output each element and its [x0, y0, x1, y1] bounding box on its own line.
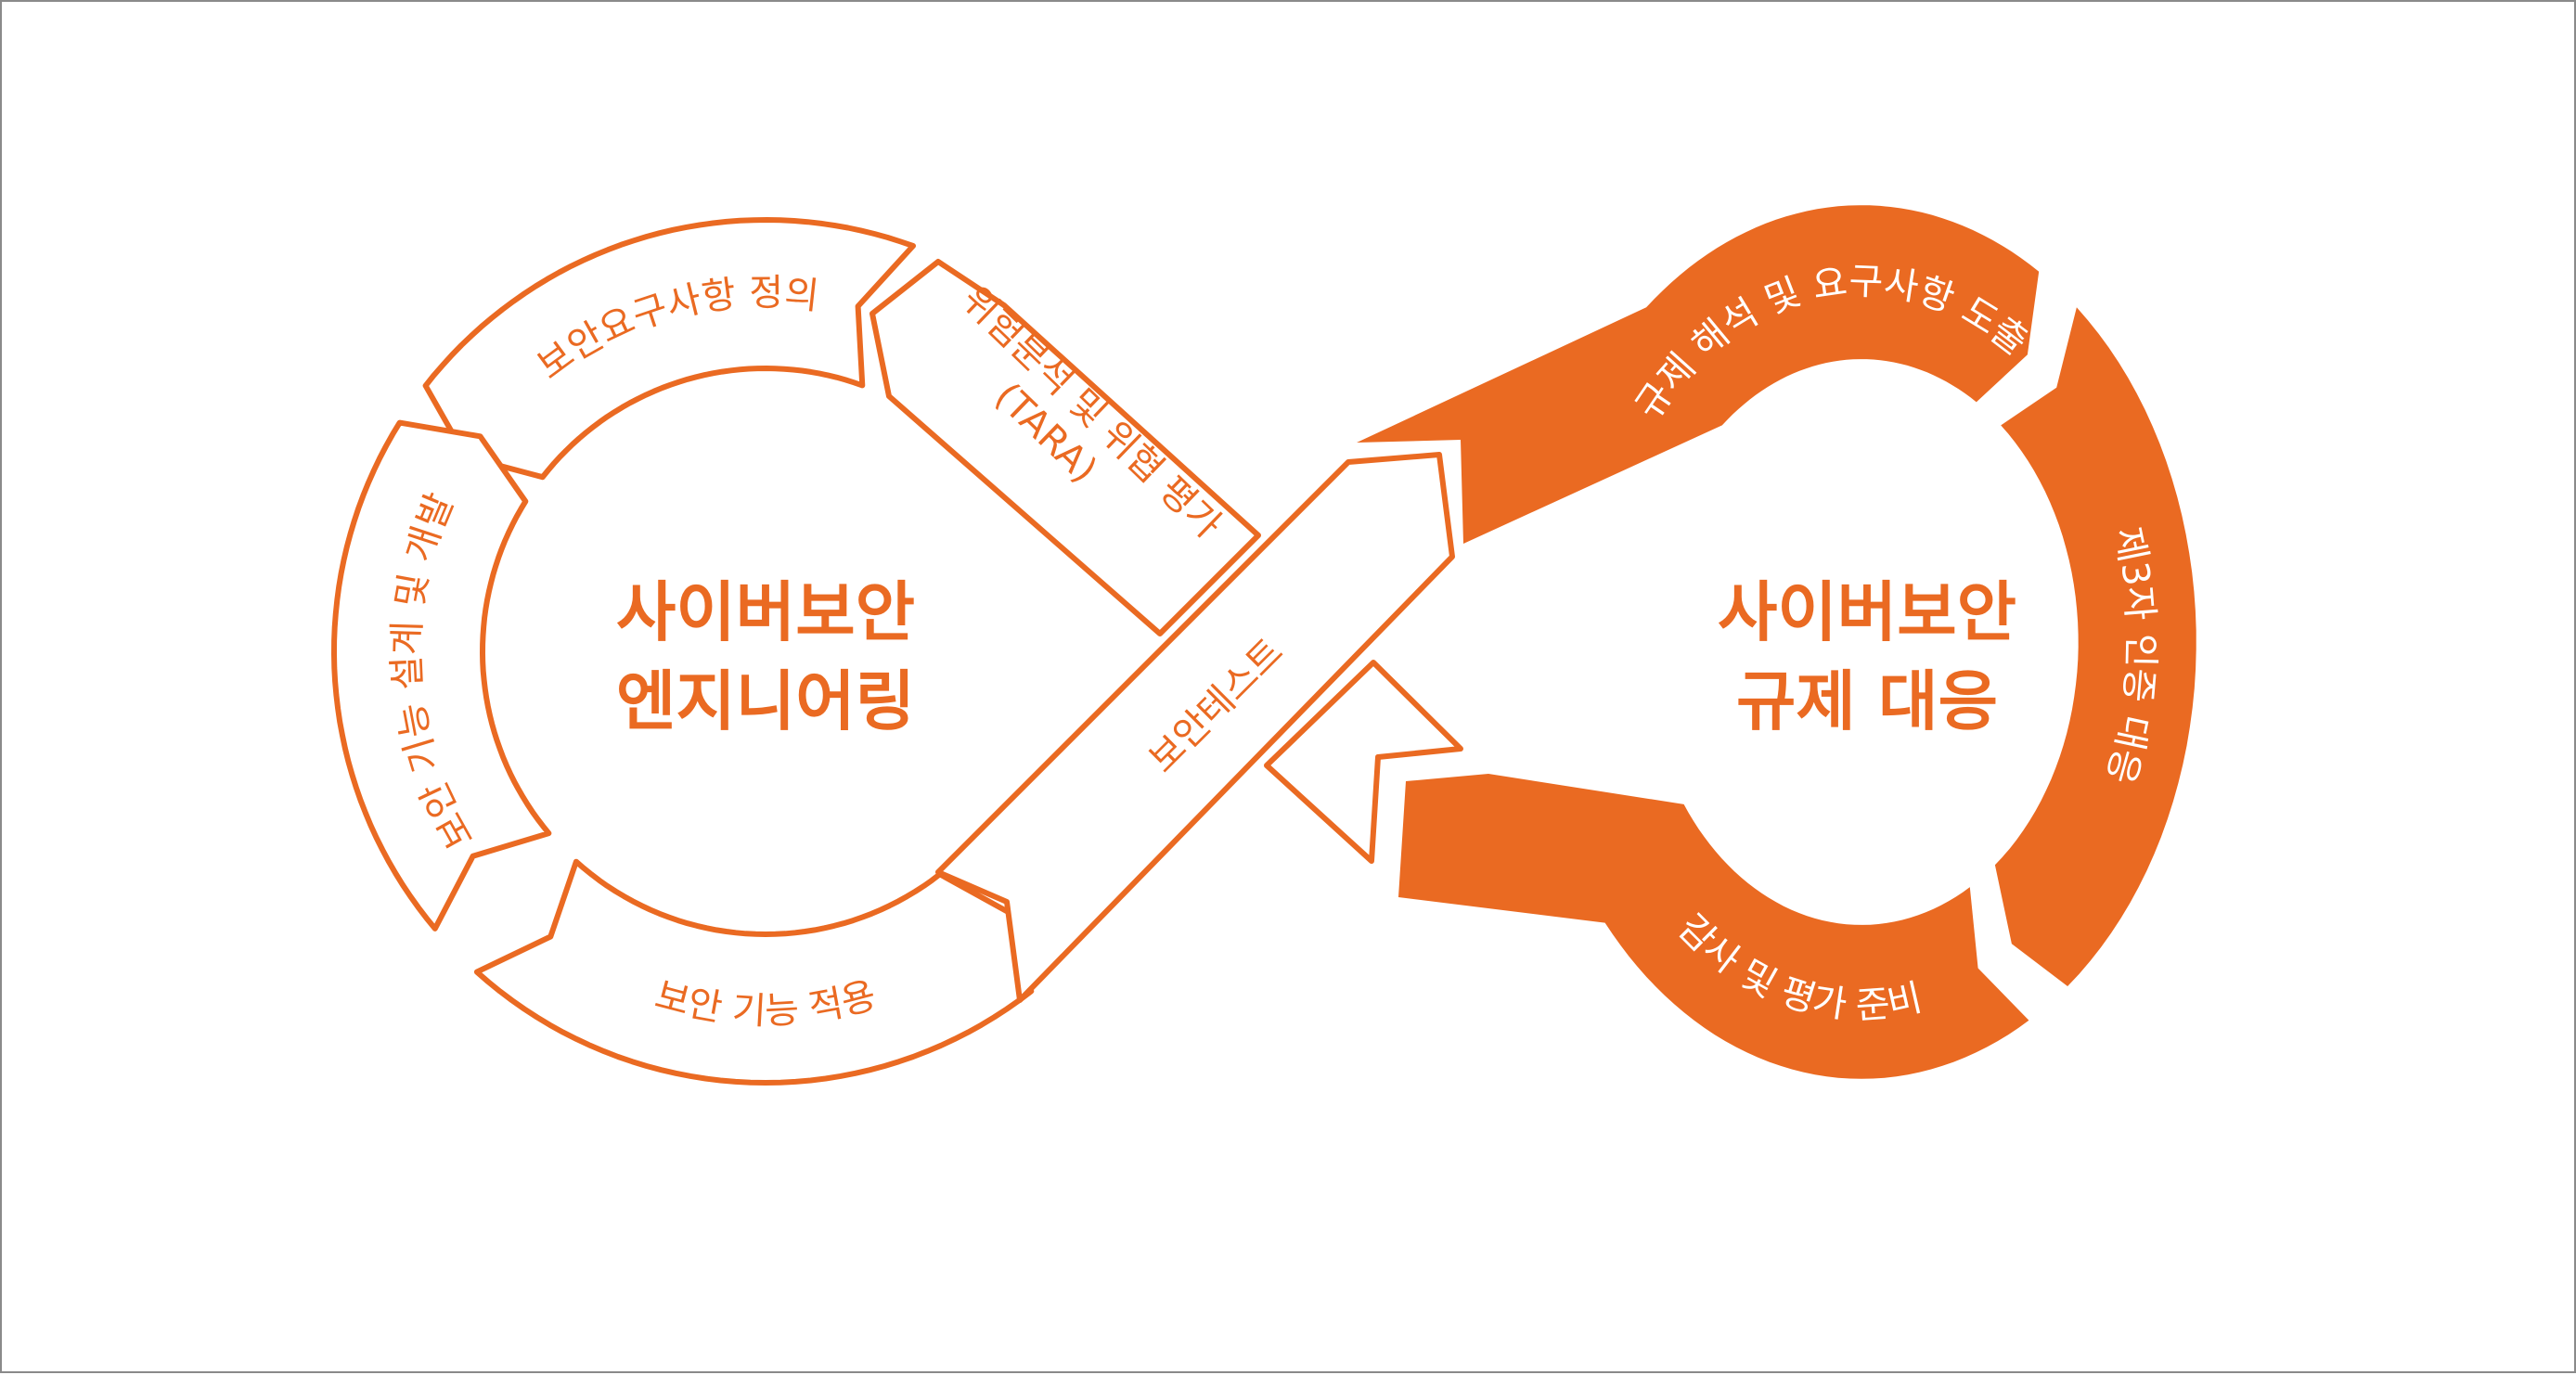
engineering-title-line2: 엔지니어링 — [616, 663, 915, 739]
requirements-segment — [422, 217, 916, 481]
crossing-chevron — [1264, 660, 1463, 864]
apply-segment — [473, 858, 1035, 1086]
audit-segment — [1398, 774, 2029, 1079]
interpretation-segment — [1357, 205, 2040, 544]
design-segment — [331, 419, 552, 932]
certification-segment — [1994, 307, 2196, 986]
compliance-title-line1: 사이버보안 — [1718, 574, 2016, 650]
compliance-title-line2: 규제 대응 — [1736, 663, 1998, 739]
engineering-title-line1: 사이버보안 — [616, 574, 915, 650]
test-segment-arrow — [935, 452, 1455, 1003]
tara-segment — [869, 259, 1261, 636]
